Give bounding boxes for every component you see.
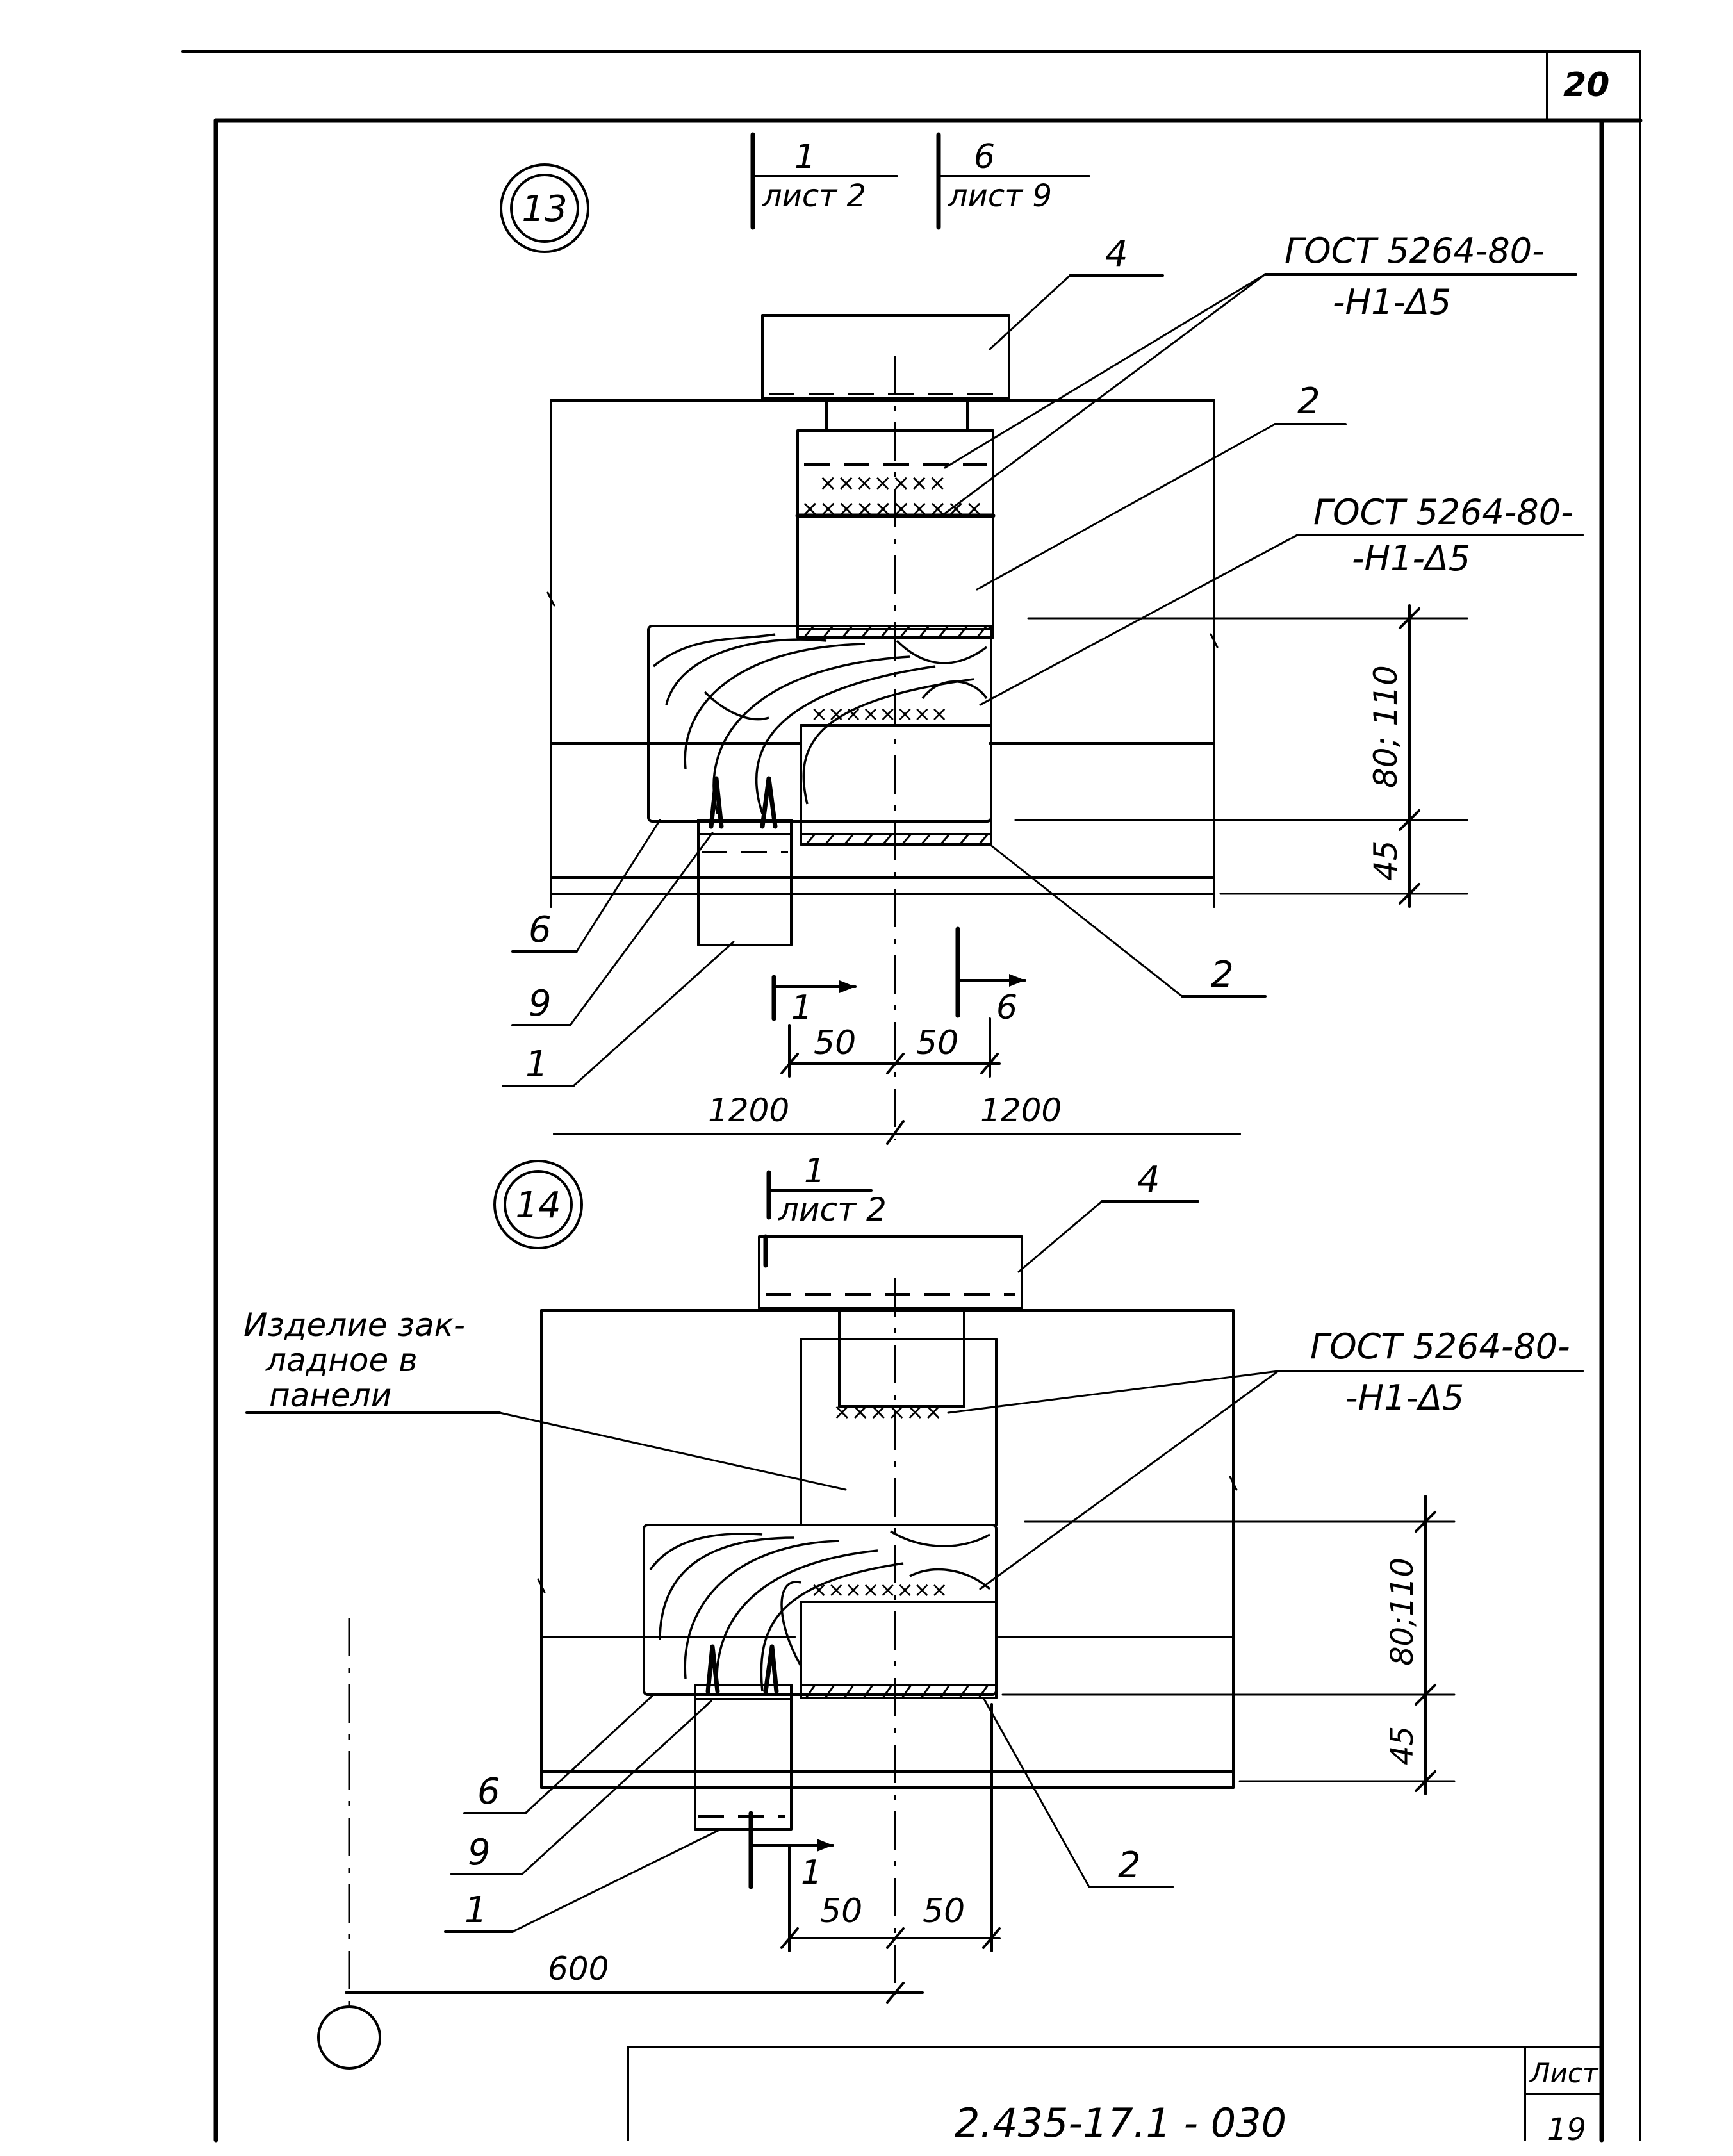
section-ref-6-num: 6 [974,138,995,176]
dim-600: 600 [548,1950,609,1987]
svg-text:××××××××: ×××××××× [810,702,948,726]
detail-14-embedded-element: ×××××× [800,1309,998,1526]
dim-50-right: 50 [923,1892,965,1930]
embedded-note-line1: Изделие зак- [243,1306,465,1344]
detail-14-section-ref: 1 лист 2 [766,1152,887,1228]
detail-13-panel [546,399,1219,908]
callout-6: 6 [477,1771,500,1813]
embedded-note-line2: ладное в [265,1342,418,1379]
callout-6: 6 [529,909,552,951]
detail-14: 14 1 лист 2 [243,1152,1584,2070]
detail-14-vertical-dims: 80;110 45 [1001,1495,1456,1795]
detail-13-marker-label: 13 [522,188,567,230]
detail-13-weld-upper: ××××××× ×××××××××× [801,470,983,522]
dim-50-right: 50 [916,1024,958,1062]
detail-13-callouts: 4 2 2 6 9 1 [502,233,1347,1087]
callout-1: 1 [525,1044,548,1085]
section-ref-1-num: 1 [794,138,816,176]
section-ref-num: 1 [804,1152,825,1190]
detail-13-section-cut-6: 6 [955,926,1026,1027]
embedded-note-line3: панели [269,1377,391,1414]
detail-13-bracket [697,776,793,946]
weld-note-mid-line1: ГОСТ 5264-80- [1313,492,1573,532]
dim-1200-left: 1200 [708,1092,789,1129]
sheet-frame: 20 [181,50,1643,2143]
sheet-number: 20 [1563,66,1609,104]
callout-2-upper: 2 [1297,381,1320,422]
title-block: 2.435-17.1 - 030 Лист 19 [627,2046,1603,2148]
dim-50-left: 50 [814,1024,856,1062]
detail-13-vertical-dims: 80; 110 45 [1014,604,1468,908]
sheet-value: 19 [1547,2112,1586,2148]
section-cut-label: 1 [801,1854,822,1892]
dim-50-left: 50 [820,1892,862,1930]
detail-14-marker-label: 14 [515,1185,561,1226]
weld-note-top-line1: ГОСТ 5264-80- [1285,231,1545,271]
svg-text:×××××××: ××××××× [819,470,946,496]
detail-13-section-ref-6: 6 лист 9 [936,132,1090,230]
drawing-code: 2.435-17.1 - 030 [955,2100,1286,2146]
sheet-label: Лист [1529,2057,1599,2089]
detail-14-cap-plate [758,1234,1023,1310]
section-ref-1-sheet: лист 2 [762,178,866,214]
detail-14-embedded-note: Изделие зак- ладное в панели [243,1306,847,1491]
detail-13-weld-note-top: ГОСТ 5264-80- -Н1-Δ5 [940,231,1577,517]
dim-45: 45 [1384,1726,1420,1765]
section-ref-sheet: лист 2 [778,1191,887,1228]
detail-13-weld-note-mid: ГОСТ 5264-80- -Н1-Δ5 [979,492,1584,706]
callout-1: 1 [464,1889,488,1931]
callout-2: 2 [1118,1845,1141,1886]
svg-text:××××××××: ×××××××× [810,1577,948,1602]
svg-text:××××××: ×××××× [833,1399,942,1425]
detail-14-marker: 14 [493,1160,583,1249]
dim-45: 45 [1367,840,1404,881]
detail-14-lower-plate: ×××××××× [800,1577,998,1699]
weld-note-top-line2: -Н1-Δ5 [1333,282,1451,322]
weld-note-mid-line2: -Н1-Δ5 [1352,538,1470,579]
callout-4: 4 [1137,1159,1160,1201]
detail-14-panel [537,1309,1238,1789]
detail-13-horizontal-dims: 50 50 1200 1200 [553,1017,1241,1145]
detail-14-callouts: 4 2 6 9 1 [444,1159,1199,1933]
detail-14-grid-axis [317,1618,381,2070]
detail-13: 13 1 лист 2 6 лист 9 [500,132,1584,1145]
callout-9: 9 [468,1832,491,1873]
dim-80-110: 80;110 [1384,1558,1420,1666]
svg-text:××××××××××: ×××××××××× [801,496,983,522]
detail-13-section-cut-1: 1 [771,975,857,1027]
detail-14-wood-block [643,1524,998,1696]
dim-1200-right: 1200 [980,1092,1062,1129]
detail-14-weld-note: ГОСТ 5264-80- -Н1-Δ5 [947,1326,1584,1590]
detail-14-section-cut: 1 [748,1811,834,1892]
dim-80-110: 80; 110 [1367,665,1404,788]
section-cut-6-label: 6 [996,989,1017,1027]
detail-13-cap-plate [761,314,1010,400]
section-cut-1-label: 1 [791,989,812,1027]
weld-note-line2: -Н1-Δ5 [1345,1378,1464,1418]
detail-14-bracket [694,1644,793,1831]
detail-13-section-ref-1: 1 лист 2 [750,132,898,230]
section-ref-6-sheet: лист 9 [948,178,1052,214]
callout-4: 4 [1105,233,1128,275]
detail-14-horizontal-dims: 50 50 600 [345,1703,1001,2004]
detail-13-marker: 13 [500,163,589,253]
weld-note-line1: ГОСТ 5264-80- [1310,1326,1570,1367]
callout-9: 9 [529,983,552,1025]
callout-2-lower: 2 [1211,954,1234,996]
